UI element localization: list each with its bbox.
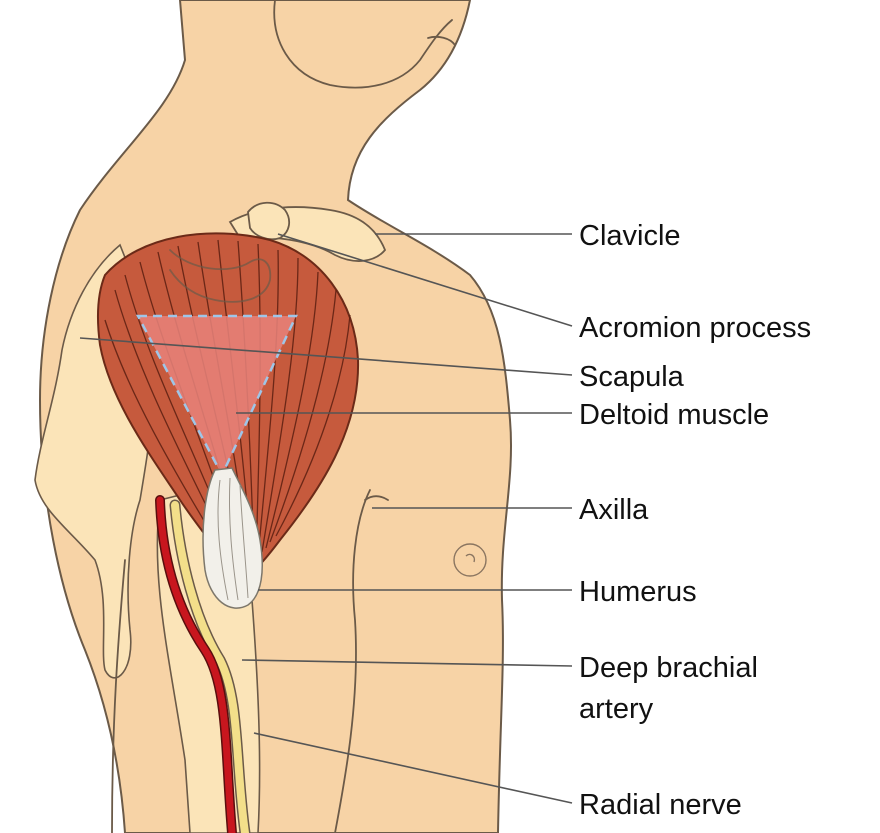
label-radial-nerve: Radial nerve — [579, 789, 742, 821]
label-deep-brachial-line1: Deep brachial — [579, 652, 758, 684]
label-humerus: Humerus — [579, 576, 697, 608]
label-scapula: Scapula — [579, 361, 685, 393]
label-axilla: Axilla — [579, 494, 649, 526]
acromion-bone — [248, 203, 289, 240]
label-deep-brachial-line2: artery — [579, 693, 654, 725]
label-clavicle: Clavicle — [579, 220, 681, 252]
label-acromion-process: Acromion process — [579, 312, 811, 344]
label-deltoid-muscle: Deltoid muscle — [579, 399, 769, 431]
